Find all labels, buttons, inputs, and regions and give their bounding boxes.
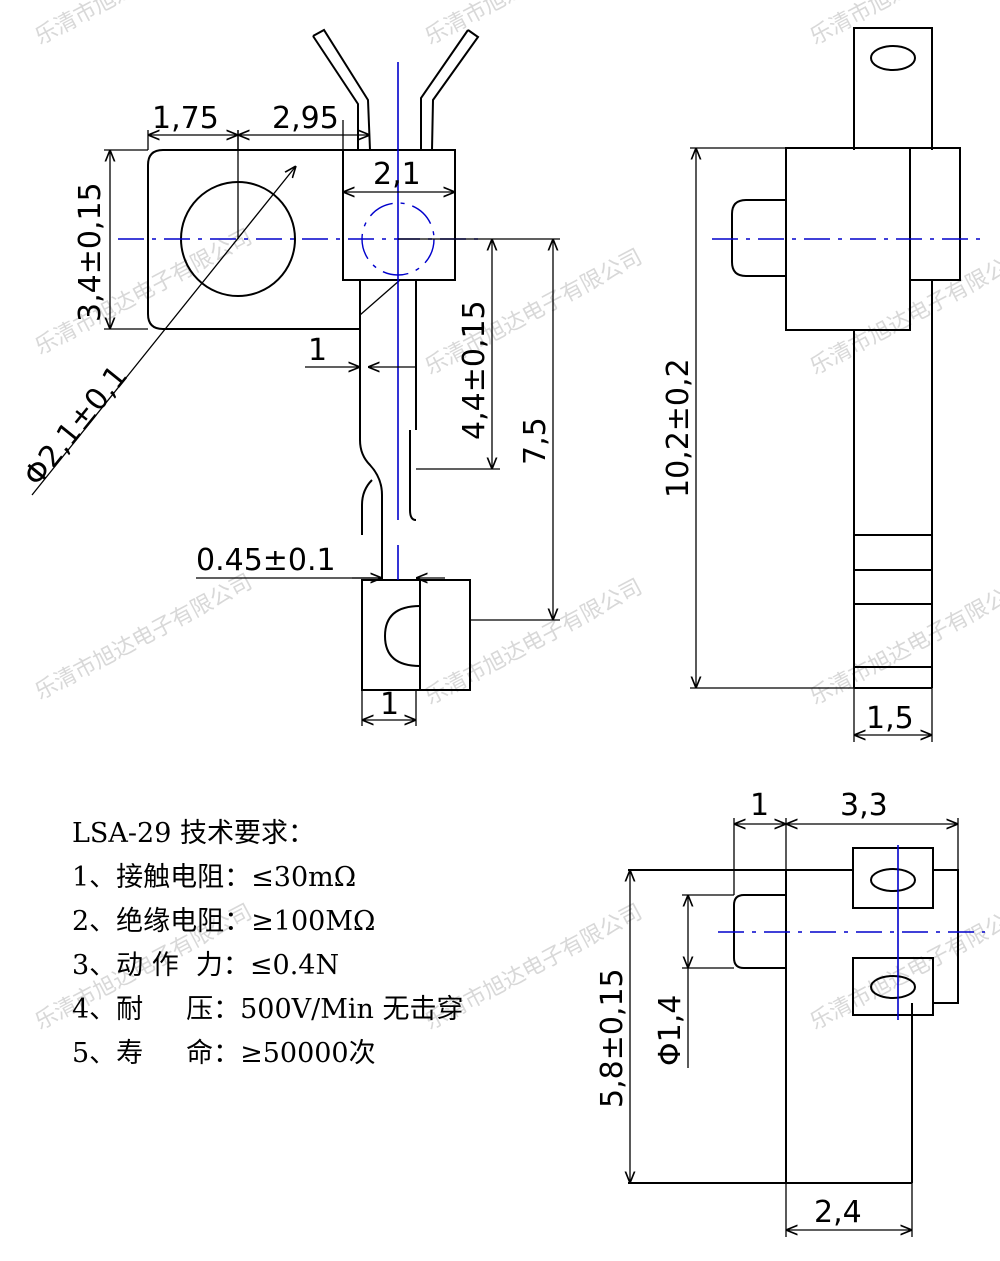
dim-1-b: 1 bbox=[380, 687, 399, 722]
bottom-terminal-top bbox=[852, 847, 934, 909]
watermark-2: 乐清市旭达电子有限公司 bbox=[421, 0, 646, 50]
dim-1-a: 1 bbox=[308, 333, 327, 368]
side-view bbox=[712, 27, 985, 689]
front-body-right bbox=[342, 149, 456, 281]
technical-requirements: LSA-29 技术要求： 1、接触电阻：≤30mΩ 2、绝缘电阻：≥100MΩ … bbox=[72, 812, 632, 1076]
dim-10-2: 10,2±0,2 bbox=[661, 358, 696, 498]
watermark-7: 乐清市旭达电子有限公司 bbox=[31, 570, 256, 706]
watermark-9: 乐清市旭达电子有限公司 bbox=[806, 575, 1000, 711]
lever-left bbox=[359, 280, 383, 580]
side-button bbox=[731, 199, 786, 277]
spec-insulation-resistance: 2、绝缘电阻：≥100MΩ bbox=[72, 906, 376, 937]
lever-diagonal bbox=[359, 279, 401, 316]
pin-left bbox=[312, 28, 371, 151]
dim-dia-1-4: Φ1,4 bbox=[653, 995, 688, 1066]
front-dimensions: 1,75 2,95 2,1 3,4±0,15 Φ2,1±0,1 1 4,4±0,… bbox=[17, 101, 560, 726]
dim-1-5: 1,5 bbox=[866, 701, 914, 736]
spec-operating-force: 3、动 作 力：≤0.4N bbox=[72, 950, 340, 981]
spec-contact-resistance: 1、接触电阻：≤30mΩ bbox=[72, 862, 357, 893]
dim-0-45: 0.45±0.1 bbox=[196, 543, 336, 578]
dim-7-5: 7,5 bbox=[518, 417, 553, 465]
spec-life: 5、寿 命：≥50000次 bbox=[72, 1038, 376, 1069]
dim-2-1: 2,1 bbox=[373, 157, 421, 192]
watermark-3: 乐清市旭达电子有限公司 bbox=[806, 0, 1000, 50]
bottom-terminal-bottom bbox=[852, 957, 934, 1016]
watermark-6: 乐清市旭达电子有限公司 bbox=[806, 245, 1000, 381]
bottom-dimensions: 1 3,3 5,8±0,15 Φ1,4 2,4 bbox=[595, 788, 959, 1237]
side-body-right bbox=[909, 147, 961, 281]
side-tab-hole bbox=[870, 45, 916, 71]
watermark-1: 乐清市旭达电子有限公司 bbox=[31, 0, 256, 50]
pin-right-inner bbox=[420, 29, 469, 150]
watermark-4: 乐清市旭达电子有限公司 bbox=[31, 225, 256, 361]
dim-1-75: 1,75 bbox=[152, 101, 219, 136]
dim-1-c: 1 bbox=[750, 788, 769, 823]
dim-4-4: 4,4±0,15 bbox=[457, 300, 492, 440]
dim-dia-2-1: Φ2,1±0,1 bbox=[17, 359, 135, 493]
dim-3-3: 3,3 bbox=[840, 788, 888, 823]
bottom-body bbox=[628, 869, 913, 1184]
pin-right bbox=[431, 29, 480, 151]
side-stem bbox=[853, 280, 933, 689]
dim-2-95: 2,95 bbox=[272, 101, 339, 136]
front-body-left bbox=[147, 149, 360, 330]
dim-2-4: 2,4 bbox=[814, 1195, 862, 1230]
specs-title: LSA-29 技术要求： bbox=[72, 818, 315, 849]
dim-5-8: 5,8±0,15 bbox=[595, 968, 630, 1108]
bottom-view bbox=[628, 845, 985, 1184]
dim-3-4: 3,4±0,15 bbox=[73, 182, 108, 322]
lever-bend bbox=[361, 479, 373, 535]
lever-tip bbox=[409, 430, 417, 521]
spec-withstand-voltage: 4、耐 压：500V/Min 无击穿 bbox=[72, 994, 464, 1025]
side-tab bbox=[853, 27, 933, 150]
front-bottom-dome bbox=[383, 605, 421, 667]
bottom-hole-top bbox=[870, 868, 916, 892]
side-dimensions: 10,2±0,2 1,5 bbox=[661, 147, 933, 742]
bottom-hole-bottom bbox=[870, 975, 916, 999]
